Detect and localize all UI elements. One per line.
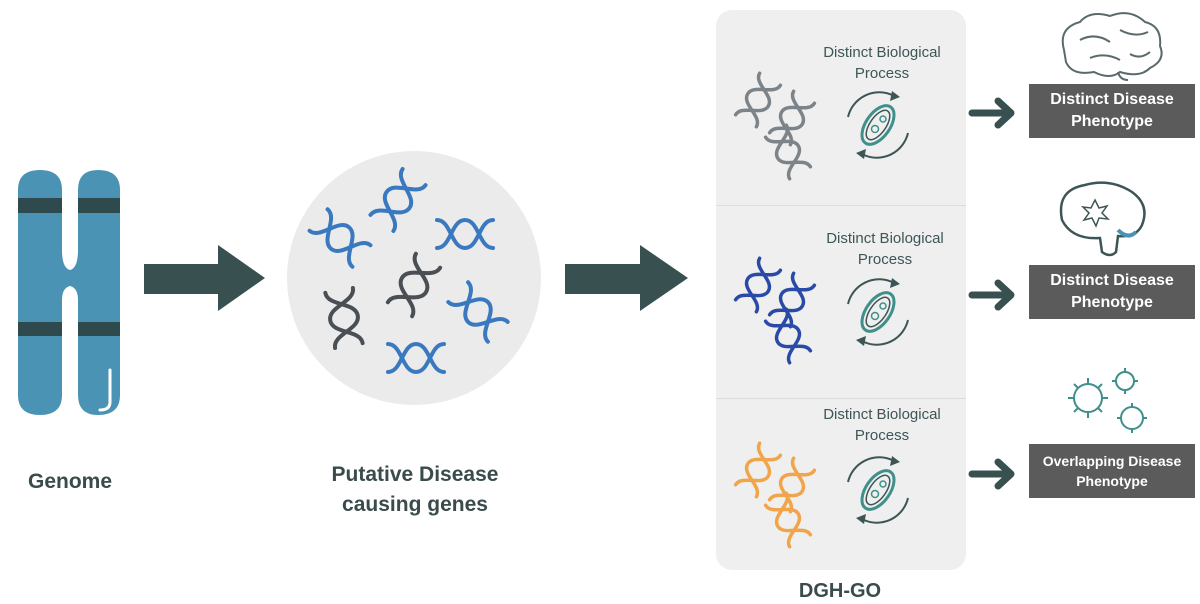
tool-label: DGH-GO	[798, 580, 882, 602]
virus-icon	[1068, 368, 1147, 433]
process-label: Distinct Biological Process	[805, 228, 965, 270]
chromosome-icon	[18, 170, 120, 415]
process-label-line1: Distinct Biological	[823, 406, 941, 423]
cell-cycle-icon	[846, 276, 910, 348]
phenotype-box: Distinct Disease Phenotype	[1029, 84, 1195, 138]
brain-icon	[1061, 12, 1163, 81]
process-label-line2: Process	[854, 65, 910, 82]
dna-icon	[733, 71, 817, 181]
process-label-line1: Distinct Biological	[826, 230, 944, 247]
panel-divider	[716, 398, 966, 399]
brain-icon	[1059, 181, 1146, 257]
arrow-icon	[968, 97, 1015, 129]
phenotype-line2: Phenotype	[1071, 294, 1153, 311]
dgh-go-panel	[716, 10, 966, 570]
process-label: Distinct Biological Process	[802, 42, 962, 84]
phenotype-line2: Phenotype	[1076, 473, 1148, 489]
process-label-line2: Process	[854, 427, 910, 444]
panel-divider	[716, 205, 966, 206]
phenotype-line2: Phenotype	[1071, 113, 1153, 130]
process-label-line2: Process	[857, 251, 913, 268]
cell-cycle-icon	[846, 89, 910, 161]
dna-icon	[733, 441, 817, 549]
phenotype-line1: Overlapping Disease	[1042, 453, 1182, 469]
genome-label: Genome	[27, 470, 113, 493]
gene-cloud	[287, 151, 541, 405]
arrow-icon	[968, 458, 1015, 490]
arrow-icon	[968, 279, 1015, 311]
process-label: Distinct Biological Process	[802, 404, 962, 446]
dna-icon	[733, 256, 817, 365]
phenotype-box: Distinct Disease Phenotype	[1029, 265, 1195, 319]
phenotype-line1: Distinct Disease	[1050, 91, 1174, 108]
genes-label-line1: Putative Disease	[331, 463, 499, 486]
process-label-line1: Distinct Biological	[823, 44, 941, 61]
genes-label-line2: causing genes	[342, 493, 488, 516]
arrow-icon	[144, 245, 265, 311]
cell-cycle-icon	[846, 454, 910, 526]
arrow-icon	[565, 245, 688, 311]
genes-label: Putative Disease causing genes	[290, 460, 540, 520]
phenotype-line1: Distinct Disease	[1050, 272, 1174, 289]
phenotype-box: Overlapping Disease Phenotype	[1029, 444, 1195, 498]
